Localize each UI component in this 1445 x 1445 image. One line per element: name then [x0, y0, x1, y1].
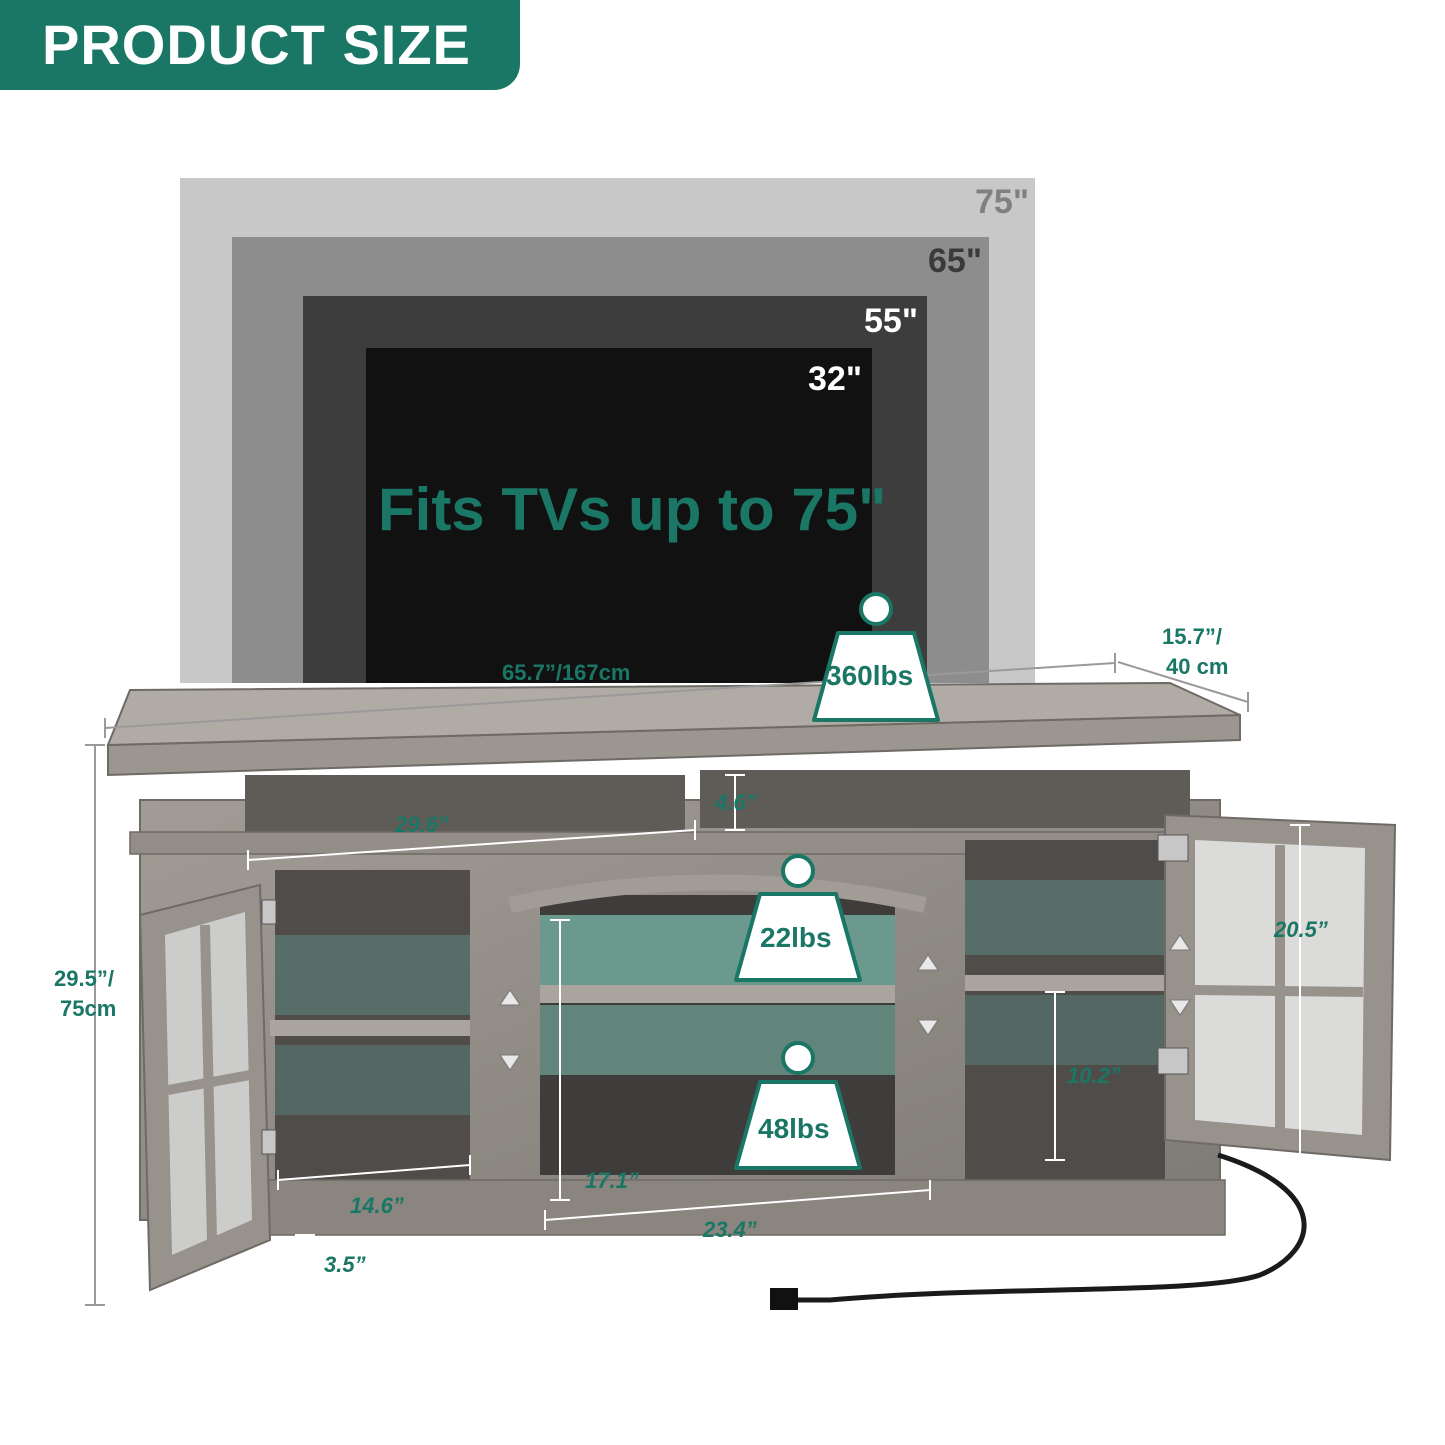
- dimension-height-line1: 29.5”/: [54, 966, 114, 991]
- tv-size-label-55: 55": [864, 302, 918, 340]
- dimension-height-line2: 75cm: [60, 996, 117, 1021]
- weight-icon-top: [812, 592, 940, 722]
- tv-32-outline: [366, 348, 872, 683]
- page-title: PRODUCT SIZE: [0, 0, 520, 90]
- dimension-side-shelf-width: 14.6”: [350, 1193, 404, 1218]
- dimension-center-height: 17.1”: [585, 1168, 639, 1193]
- dimension-top-shelf-height: 4.6”: [715, 790, 757, 815]
- weight-capacity-top: 360lbs: [826, 660, 914, 691]
- weight-icon-bottom: [734, 1041, 862, 1170]
- dimension-right-cabinet-height: 10.2”: [1067, 1063, 1121, 1088]
- tv-size-label-65: 65": [928, 242, 982, 280]
- dimension-door-height: 20.5”: [1274, 917, 1328, 942]
- dimension-depth-line1: 15.7”/: [1162, 624, 1222, 649]
- weight-capacity-middle: 22lbs: [760, 922, 832, 953]
- dimension-width: 65.7”/167cm: [502, 660, 631, 685]
- dimension-center-width: 23.4”: [703, 1217, 757, 1242]
- dimension-base-height: 3.5”: [324, 1252, 366, 1277]
- dimension-depth-line2: 40 cm: [1166, 654, 1229, 679]
- weight-icon-middle: [734, 854, 862, 982]
- dimension-top-shelf-width: 29.6”: [395, 812, 449, 837]
- tv-size-label-32: 32": [808, 360, 862, 398]
- weight-capacity-bottom: 48lbs: [758, 1113, 830, 1144]
- tv-size-label-75: 75": [975, 183, 1029, 221]
- fits-tv-tagline: Fits TVs up to 75": [378, 476, 887, 543]
